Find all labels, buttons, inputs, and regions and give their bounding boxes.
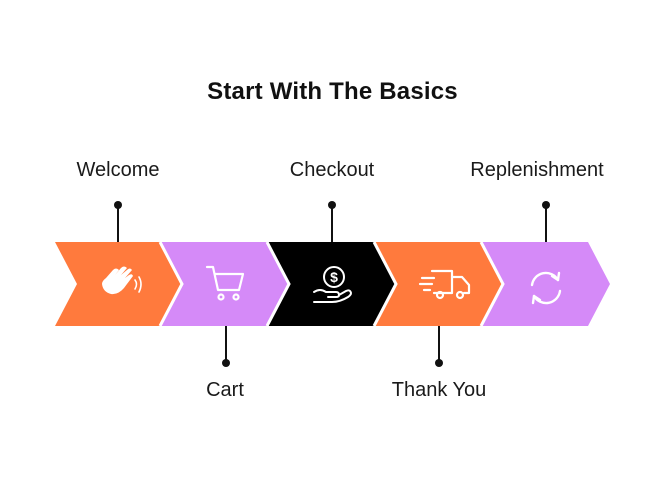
- shopping-cart-icon: [205, 265, 245, 301]
- step-label-cart: Cart: [206, 379, 244, 401]
- connector-replenishment: [542, 201, 550, 242]
- step-label-welcome: Welcome: [76, 159, 160, 181]
- step-chevron-cart: [159, 242, 289, 326]
- waving-hand-icon: [102, 266, 142, 295]
- step-chevron-checkout: [266, 242, 396, 326]
- svg-text:$: $: [330, 269, 338, 285]
- step-label-replenishment: Replenishment: [470, 159, 604, 181]
- step-label-thank-you: Thank You: [391, 379, 487, 401]
- money-hand-icon: $: [313, 266, 352, 303]
- delivery-truck-icon: [418, 269, 471, 300]
- step-label-checkout: Checkout: [289, 159, 375, 181]
- connector-checkout: [328, 201, 336, 242]
- connector-thank-you: [435, 326, 443, 367]
- connector-cart: [222, 326, 230, 367]
- diagram-title: Start With The Basics: [207, 78, 458, 105]
- connector-welcome: [114, 201, 122, 242]
- chevron-separators: [158, 241, 505, 327]
- step-chevron-thank-you: [373, 242, 503, 326]
- refresh-icon: [530, 271, 562, 305]
- step-chevron-replenishment: [480, 242, 610, 326]
